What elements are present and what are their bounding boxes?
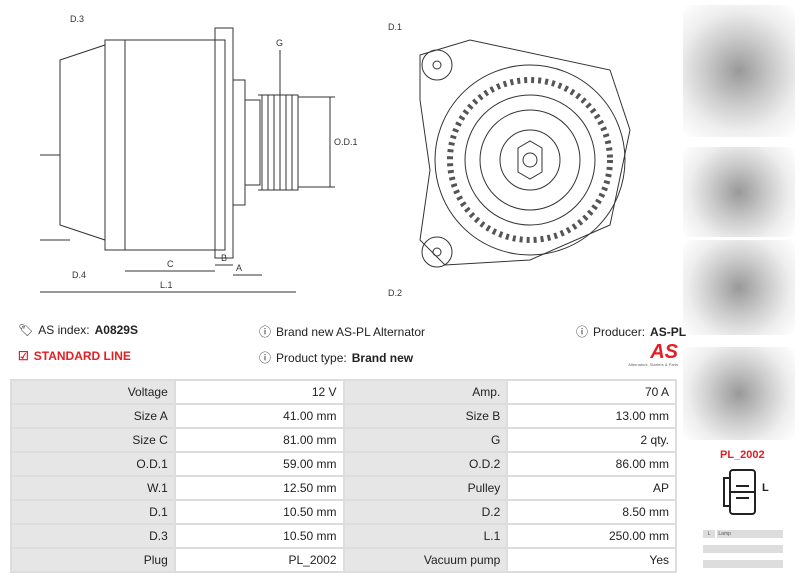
pin-row <box>703 560 783 568</box>
checkbox-icon: ☑ <box>18 349 29 363</box>
spec-value: 70 A <box>506 379 677 405</box>
spec-value: PL_2002 <box>173 547 345 573</box>
plug-diagram <box>723 469 756 515</box>
product-photo-front[interactable] <box>683 5 795 137</box>
side-view <box>40 27 335 293</box>
as-pl-logo: AS Alternators, Starters & Parts <box>628 341 678 367</box>
spec-label: D.3 <box>10 523 176 549</box>
spec-value: 250.00 mm <box>506 523 677 549</box>
info-icon: ⓘ <box>259 351 272 365</box>
label-d4: D.4 <box>72 270 86 280</box>
tags-icon: 🏷 <box>18 323 34 337</box>
plug-terminal: L <box>762 482 769 494</box>
product-type: ⓘ Product type: Brand new <box>259 350 414 366</box>
spec-label: D.2 <box>342 499 509 525</box>
spec-value: 13.00 mm <box>506 403 677 429</box>
label-b: B <box>221 253 227 263</box>
spec-label: L.1 <box>342 523 509 549</box>
label-l1: L.1 <box>160 280 173 290</box>
standard-line-badge: ☑ STANDARD LINE <box>18 349 131 363</box>
pin-row: L Lamp <box>703 530 783 538</box>
spec-value: 59.00 mm <box>173 451 345 477</box>
pin-row <box>703 545 783 553</box>
info-icon: ⓘ <box>259 325 272 339</box>
label-d2: D.2 <box>388 288 402 298</box>
description: ⓘ Brand new AS-PL Alternator <box>259 324 425 340</box>
spec-label: Size C <box>10 427 176 453</box>
spec-value: 2 qty. <box>506 427 677 453</box>
spec-value: 10.50 mm <box>173 523 345 549</box>
spec-value: 10.50 mm <box>173 499 345 525</box>
spec-value: AP <box>506 475 677 501</box>
product-photo-side[interactable] <box>683 147 795 237</box>
spec-value: 41.00 mm <box>173 403 345 429</box>
spec-label: Vacuum pump <box>342 547 509 573</box>
spec-value: 8.50 mm <box>506 499 677 525</box>
spec-value: 86.00 mm <box>506 451 677 477</box>
label-g: G <box>276 38 283 48</box>
as-index: 🏷 AS index: A0829S <box>18 323 138 337</box>
spec-label: O.D.1 <box>10 451 176 477</box>
technical-drawing: D.3 D.4 G O.D.1 C B A L.1 D.1 D.2 <box>40 14 631 298</box>
spec-label: Size B <box>342 403 509 429</box>
product-photo-angle[interactable] <box>683 347 795 440</box>
label-c: C <box>167 259 174 269</box>
spec-label: W.1 <box>10 475 176 501</box>
plug-name: PL_2002 <box>720 449 765 461</box>
spec-label: Plug <box>10 547 176 573</box>
front-view <box>419 39 631 268</box>
label-a: A <box>236 263 242 273</box>
label-d3: D.3 <box>70 14 84 24</box>
spec-value: 12.50 mm <box>173 475 345 501</box>
product-photo-rear[interactable] <box>683 240 795 335</box>
spec-label: Amp. <box>342 379 509 405</box>
producer: ⓘ Producer: AS-PL <box>576 324 687 340</box>
info-icon: ⓘ <box>576 325 589 339</box>
spec-label: Voltage <box>10 379 176 405</box>
spec-value: 12 V <box>173 379 345 405</box>
spec-value: Yes <box>506 547 677 573</box>
as-index-value: A0829S <box>94 323 138 337</box>
spec-label: Pulley <box>342 475 509 501</box>
spec-label: D.1 <box>10 499 176 525</box>
spec-value: 81.00 mm <box>173 427 345 453</box>
label-od1: O.D.1 <box>334 137 358 147</box>
spec-label: O.D.2 <box>342 451 509 477</box>
spec-label: G <box>342 427 509 453</box>
label-d1: D.1 <box>388 22 402 32</box>
spec-label: Size A <box>10 403 176 429</box>
